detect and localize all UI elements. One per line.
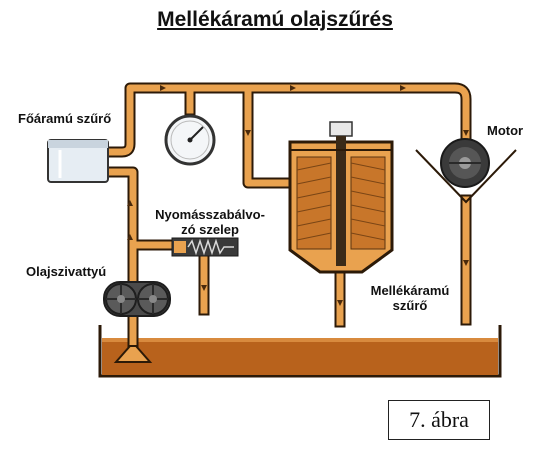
diagram-title: Mellékáramú olajszűrés [157,8,393,31]
pressure-gauge-icon [164,114,216,166]
bypass-filter-label-line1: Mellékáramú [370,283,450,298]
figure-caption: 7. ábra [388,400,490,440]
oil-sump [98,325,502,378]
pressure-valve-icon [171,237,239,257]
main-filter [47,139,109,183]
oil-intake [113,345,153,363]
main-filter-label: Főáramú szűrő [18,111,112,126]
motor-icon [415,138,517,204]
oil-pump-icon [103,281,171,317]
bypass-filter [288,121,394,274]
pressure-valve-label-line1: Nyomásszabálvo- [155,207,265,222]
oil-pump-label: Olajszivattyú [26,264,107,279]
bypass-filter-label-line2: szűrő [392,298,428,313]
pressure-valve-label: Nyomásszabálvo- zó szelep [140,207,280,237]
motor-label: Motor [487,123,524,138]
oil-pipes [104,82,472,362]
bypass-filter-label: Mellékáramú szűrő [360,283,460,313]
pressure-valve-label-line2: zó szelep [181,222,239,237]
